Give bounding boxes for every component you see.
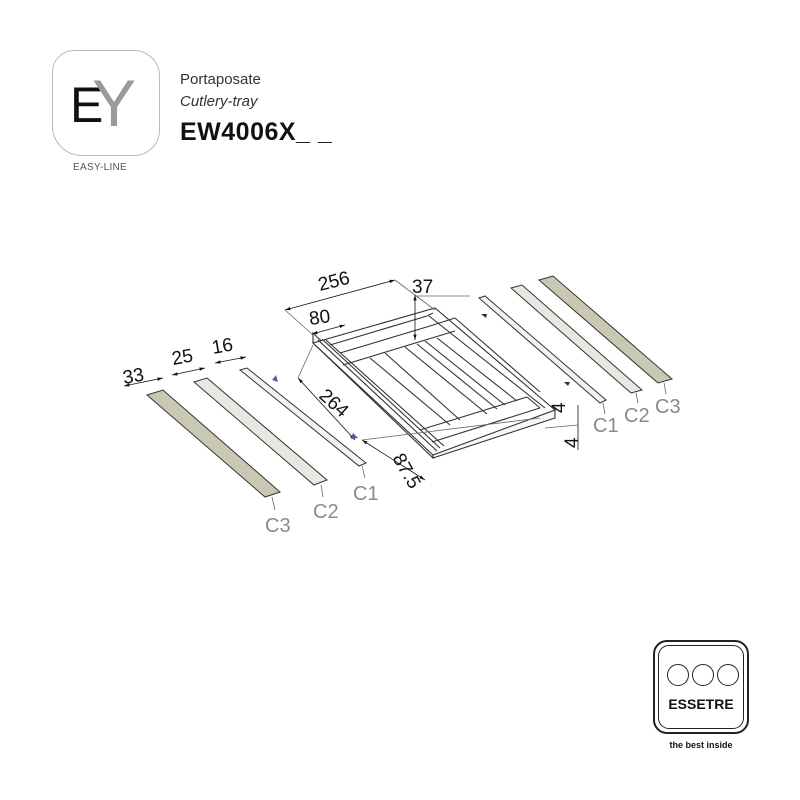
arrow-up-icon: [481, 314, 487, 318]
dim-compartment-width: 80: [308, 306, 332, 330]
strip-c3-left: [145, 389, 281, 498]
left-strip-dimensions: [123, 356, 247, 387]
essetre-logo: ESSETRE: [653, 640, 749, 734]
tray-dimensions: [284, 279, 579, 481]
dim-strip-c1: 16: [210, 335, 234, 359]
right-strips: [478, 275, 674, 404]
product-title-english: Cutlery-tray: [180, 93, 258, 110]
dim-tray-depth: 264: [315, 385, 353, 422]
product-code: EW4006X_ _: [180, 118, 333, 146]
part-label-c3-right: C3: [655, 396, 681, 418]
dim-gap-bottom: 4: [562, 437, 583, 448]
dim-gap-top: 4: [549, 402, 570, 413]
dim-tray-height: 37: [412, 277, 433, 298]
brand-name: ESSETRE: [668, 696, 734, 712]
cutlery-tray: [311, 307, 557, 460]
arrow-up-icon: [272, 375, 278, 382]
part-label-c2-right: C2: [624, 405, 650, 427]
strip-c2-right: [509, 284, 644, 394]
arrow-down-icon: [351, 433, 358, 439]
part-label-c2-left: C2: [313, 501, 339, 523]
strip-c3-right: [537, 275, 674, 384]
brand-tagline: the best inside: [669, 740, 733, 750]
dim-strip-c3: 33: [121, 365, 145, 389]
strip-c2-left: [192, 377, 328, 486]
product-title-italian: Portaposate: [180, 71, 261, 88]
part-label-c3-left: C3: [265, 515, 291, 537]
strip-c1-left: [238, 367, 367, 467]
logo-caption: EASY-LINE: [73, 162, 128, 173]
dim-front-offset: 87.5: [388, 450, 425, 493]
dim-strip-c2: 25: [170, 346, 194, 370]
part-label-c1-right: C1: [593, 415, 619, 437]
essetre-logo-inner-frame: ESSETRE: [658, 645, 744, 729]
dim-tray-width: 256: [316, 268, 352, 296]
strip-c1-right: [478, 295, 607, 404]
logo-letter-y: Y: [92, 66, 137, 140]
arrow-down-icon: [564, 382, 570, 386]
part-label-c1-left: C1: [353, 483, 379, 505]
logo-letter-e: E: [70, 77, 104, 133]
essetre-circles-icon: [667, 664, 739, 686]
easy-line-logo-frame: [52, 50, 160, 156]
left-strips: [145, 367, 367, 498]
